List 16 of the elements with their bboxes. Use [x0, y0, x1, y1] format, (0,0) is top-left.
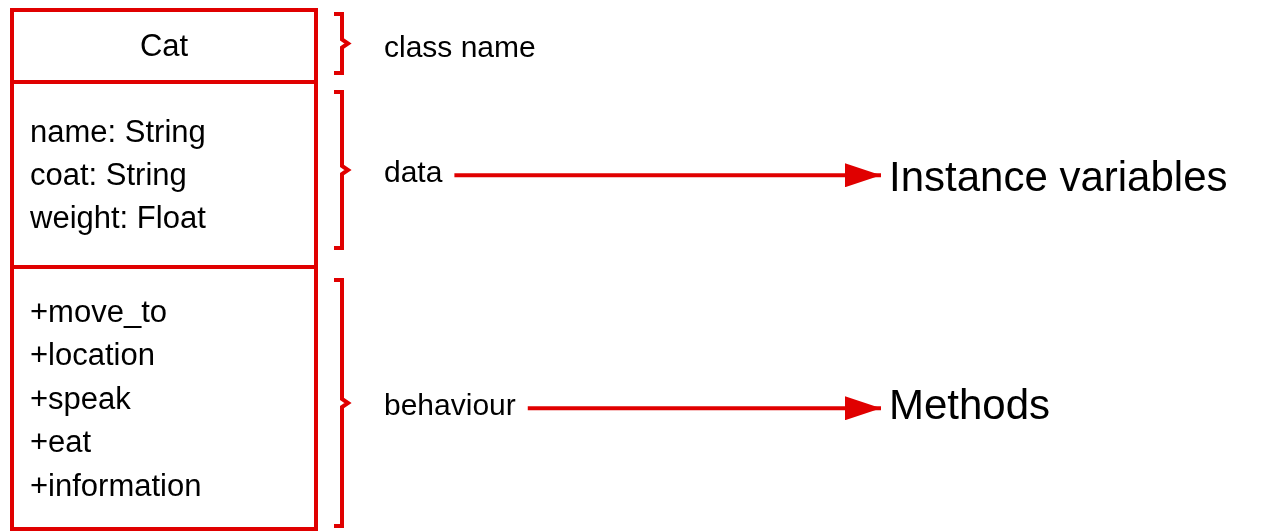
- term-text: Methods: [889, 381, 1051, 430]
- attribute-text: name: String: [30, 112, 206, 151]
- method-text: +information: [30, 466, 202, 505]
- method-text: +speak: [30, 379, 131, 418]
- attribute-text: coat: String: [30, 155, 187, 194]
- class-name: Cat: [139, 27, 189, 66]
- method-text: +move_to: [30, 292, 167, 331]
- method-text: +location: [30, 335, 155, 374]
- arrow: [454, 163, 881, 188]
- arrow: [527, 396, 881, 421]
- term-text: Instance variables: [889, 153, 1228, 202]
- method-text: +eat: [30, 422, 92, 461]
- annotation-text: class name: [384, 30, 536, 65]
- attribute-text: weight: Float: [30, 199, 206, 238]
- annotation-text: data: [384, 155, 443, 190]
- annotation-text: behaviour: [384, 388, 516, 423]
